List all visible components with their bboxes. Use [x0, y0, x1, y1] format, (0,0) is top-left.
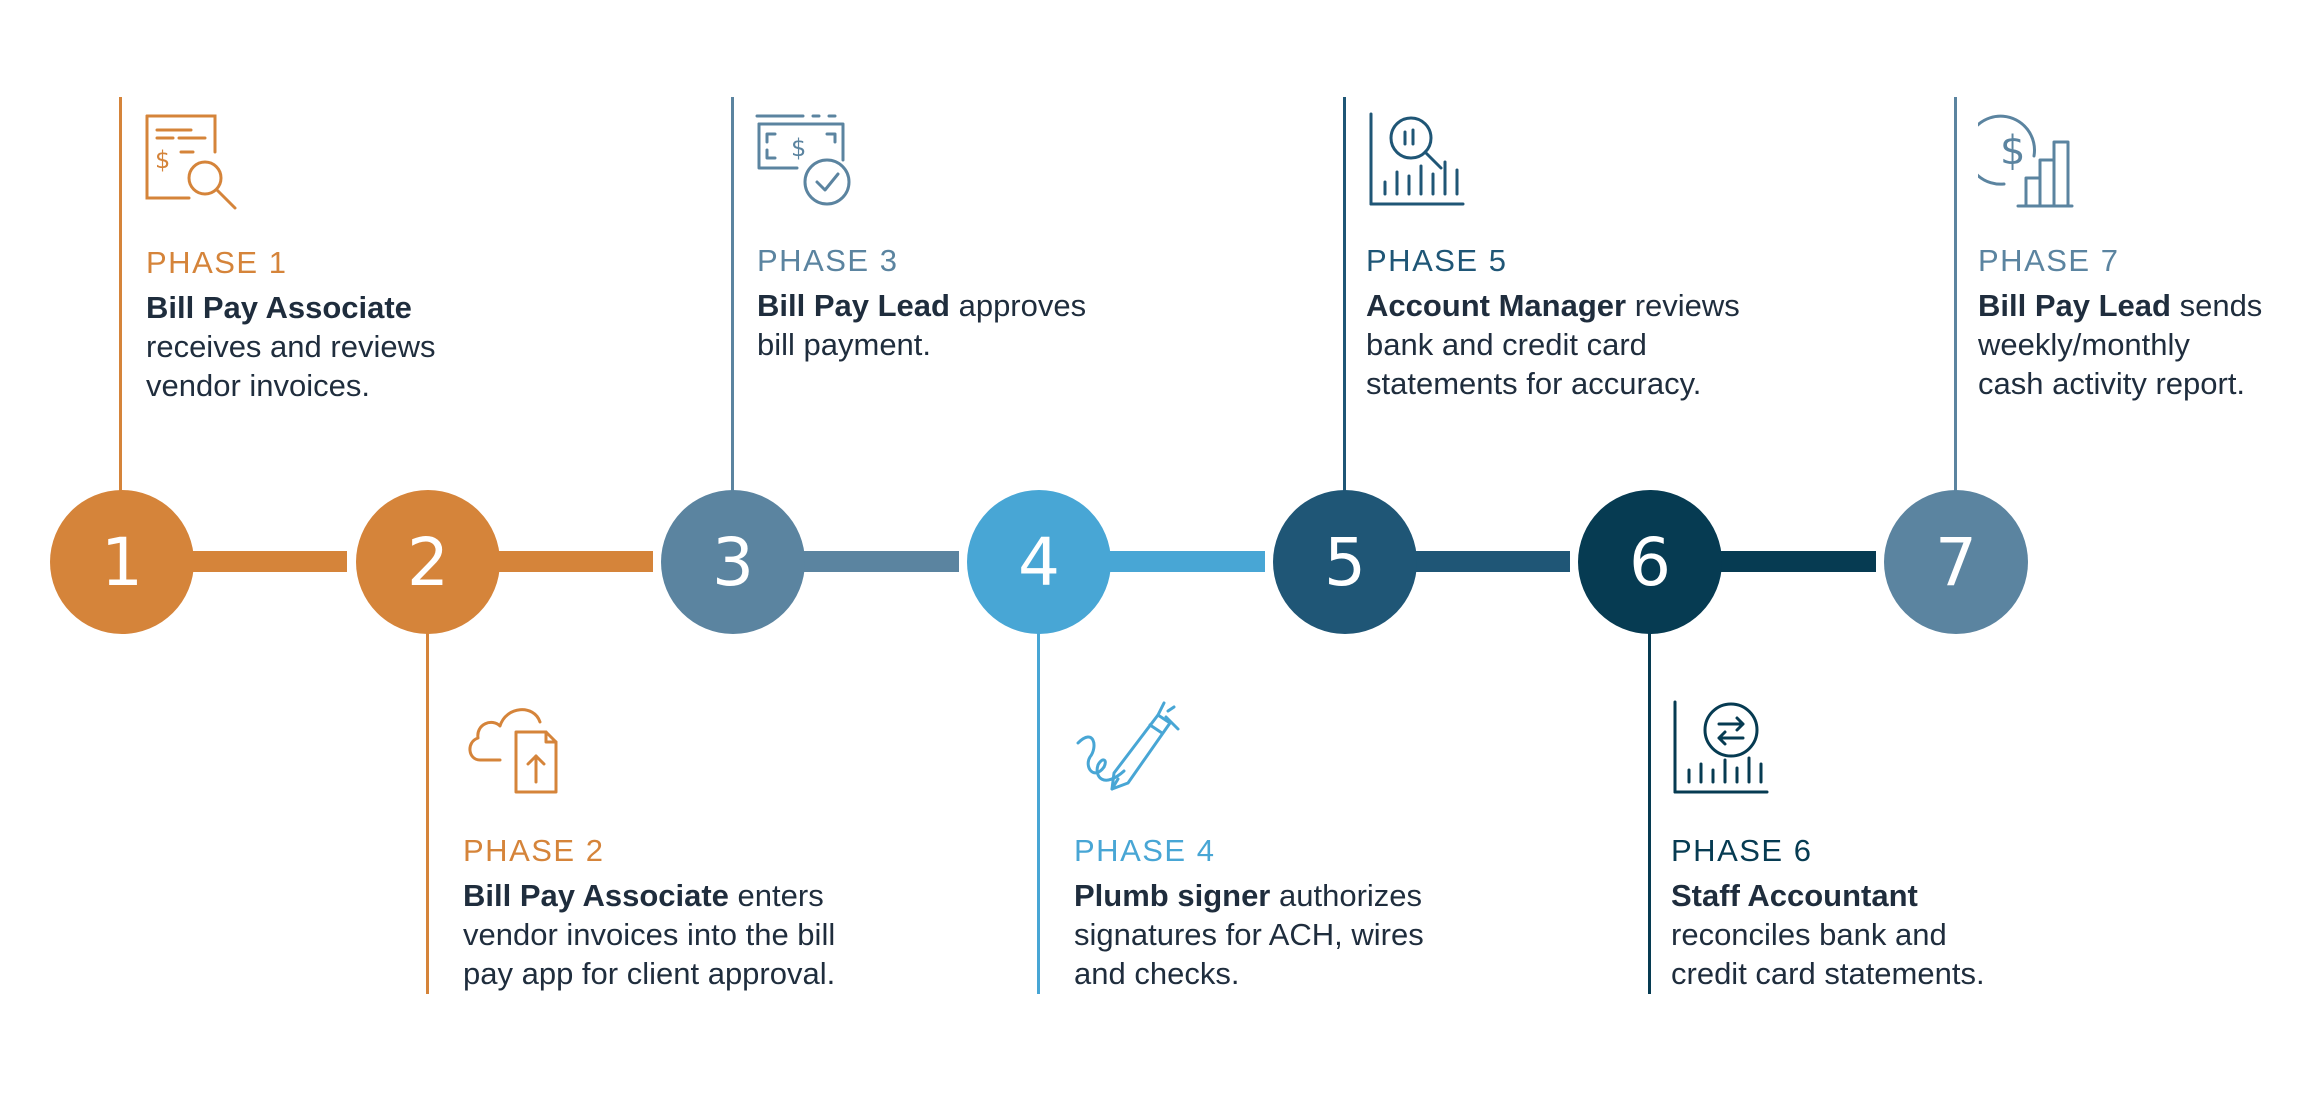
phase-7-description: Bill Pay Lead sends weekly/monthly cash … — [1978, 288, 2263, 401]
step-2-number: 2 — [407, 523, 449, 601]
phase-7-label: PHASE 7 — [1978, 243, 2120, 278]
phase-5-label: PHASE 5 — [1366, 243, 1508, 278]
phase-4-label: PHASE 4 — [1074, 833, 1216, 868]
connector-3-4 — [802, 551, 959, 572]
phase-5-description: Account Manager reviews bank and credit … — [1366, 288, 1740, 401]
cloud-upload-document-icon — [468, 708, 558, 794]
phase-4-line — [1037, 632, 1040, 994]
step-2-circle: 2 — [356, 490, 500, 634]
phase-3-description: Bill Pay Lead approves bill payment. — [757, 288, 1087, 362]
connector-4-5 — [1108, 551, 1265, 572]
phase-6-line — [1648, 632, 1651, 994]
step-7-circle: 7 — [1884, 490, 2028, 634]
phase-3-role: Bill Pay Lead — [757, 288, 950, 323]
phase-6-description: Staff Accountant reconciles bank and cre… — [1671, 878, 1985, 991]
phase-2-role: Bill Pay Associate — [463, 878, 729, 913]
phase-4-description: Plumb signer authorizes signatures for A… — [1074, 878, 1424, 991]
connector-6-7 — [1719, 551, 1876, 572]
phase-5-line — [1343, 97, 1346, 492]
phase-2-label: PHASE 2 — [463, 833, 605, 868]
step-3-number: 3 — [712, 523, 754, 601]
step-1-number: 1 — [101, 523, 143, 601]
dollar-bar-chart-icon: $ — [1978, 114, 2074, 208]
step-5-circle: 5 — [1273, 490, 1417, 634]
phase-6-role: Staff Accountant — [1671, 878, 1918, 913]
step-5-number: 5 — [1324, 523, 1366, 601]
step-6-circle: 6 — [1578, 490, 1722, 634]
phase-7-role: Bill Pay Lead — [1978, 288, 2171, 323]
phase-2-description: Bill Pay Associate enters vendor invoice… — [463, 878, 836, 991]
step-4-circle: 4 — [967, 490, 1111, 634]
chart-magnifier-icon — [1369, 112, 1465, 206]
svg-text:$: $ — [791, 134, 806, 162]
svg-text:$: $ — [2000, 128, 2025, 174]
step-1-circle: 1 — [50, 490, 194, 634]
chart-reconcile-icon — [1673, 700, 1769, 794]
phase-1-role: Bill Pay Associate — [146, 290, 412, 325]
connector-1-2 — [190, 551, 347, 572]
step-6-number: 6 — [1629, 523, 1671, 601]
phase-7-line — [1954, 97, 1957, 492]
step-4-number: 4 — [1018, 523, 1060, 601]
phase-5-role: Account Manager — [1366, 288, 1627, 323]
phase-3-label: PHASE 3 — [757, 243, 899, 278]
phase-2-line — [426, 632, 429, 994]
phase-4-role: Plumb signer — [1074, 878, 1271, 913]
phase-6-label: PHASE 6 — [1671, 833, 1813, 868]
phase-1-description: Bill Pay Associate receives and reviews … — [146, 290, 436, 403]
connector-2-3 — [496, 551, 653, 572]
phase-3-line — [731, 97, 734, 492]
phase-1-line — [119, 97, 122, 492]
step-3-circle: 3 — [661, 490, 805, 634]
connector-5-6 — [1413, 551, 1570, 572]
step-7-number: 7 — [1935, 523, 1977, 601]
pen-signature-icon — [1076, 701, 1180, 791]
invoice-search-icon: $ — [145, 114, 237, 210]
payment-approved-icon: $ — [755, 114, 851, 206]
phase-1-label: PHASE 1 — [146, 245, 288, 280]
svg-text:$: $ — [155, 146, 170, 174]
